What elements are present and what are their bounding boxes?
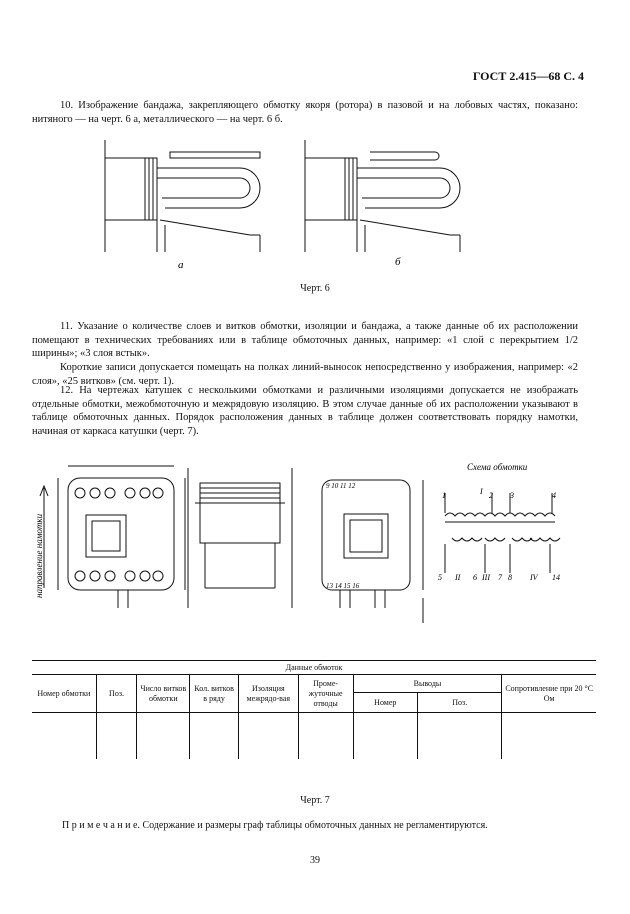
figure-7: направление намотки 9 10 11 12 13 14 15 …: [34, 462, 561, 623]
col-leads: Выводы: [352, 674, 503, 693]
paragraph-10: 10. Изображение бандажа, закрепляющего о…: [32, 100, 578, 125]
scheme-terminal-7: 7: [498, 573, 503, 582]
paragraph-12: 12. На чертежах катушек с несколькими об…: [32, 385, 578, 437]
figure-6b-drawing: [304, 140, 461, 252]
scheme-terminal-3: 3: [509, 491, 514, 500]
scheme-terminal-1: 1: [442, 491, 446, 500]
winding-data-table: Данные обмоток Номер обмотки Поз. Число …: [32, 660, 596, 759]
figure-7-caption: Черт. 7: [300, 795, 330, 806]
top-terminal-numbers: 9 10 11 12: [326, 482, 356, 490]
scheme-winding-III: III: [481, 573, 490, 582]
note: П р и м е ч а н и е. Содержание и размер…: [62, 820, 488, 831]
col-resistance: Сопротивление при 20 °С Ом: [501, 674, 596, 713]
paragraph-11b: Короткие записи допускается помещать на …: [32, 362, 578, 387]
table-title: Данные обмоток: [32, 660, 596, 675]
table-row: [32, 712, 596, 759]
scheme-terminal-8: 8: [508, 573, 512, 582]
figure-6: а б: [104, 140, 461, 271]
figure-6a-drawing: [104, 140, 261, 252]
scheme-winding-II: II: [454, 573, 461, 582]
scheme-winding-I: I: [479, 487, 483, 496]
coil-side-view: [187, 468, 293, 608]
page-number: 39: [310, 855, 320, 866]
coil-front-view: [57, 465, 186, 608]
scheme-winding-IV: IV: [529, 573, 539, 582]
scheme-terminal-2: 2: [489, 491, 493, 500]
scheme-terminal-14: 14: [552, 573, 560, 582]
figure-6-caption: Черт. 6: [300, 283, 330, 294]
col-turns: Число витков обмотки: [136, 674, 191, 713]
scheme-terminal-4: 4: [552, 491, 556, 500]
figure-6b-label: б: [395, 256, 401, 268]
winding-scheme: [444, 493, 561, 573]
winding-direction-arrow: [39, 484, 49, 588]
col-turns-per-row: Кол. витков в ряду: [189, 674, 239, 713]
scheme-terminal-5: 5: [438, 573, 442, 582]
col-winding-number: Номер обмотки: [32, 674, 97, 713]
col-interlayer-insulation: Изоляция межрядо-вая: [237, 674, 299, 713]
paragraph-11: 11. Указание о количестве слоев и витков…: [32, 321, 578, 359]
col-position: Поз.: [95, 674, 138, 713]
document-header: ГОСТ 2.415—68 С. 4: [472, 69, 584, 83]
col-leads-number: Номер: [352, 692, 419, 713]
col-leads-position: Поз.: [417, 692, 503, 713]
col-intermediate-taps: Проме-жуточные отводы: [297, 674, 354, 713]
scheme-title: Схема обмотки: [467, 462, 528, 472]
figure-6a-label: а: [178, 259, 184, 271]
scheme-terminal-6: 6: [473, 573, 477, 582]
winding-direction-label: направление намотки: [34, 513, 44, 598]
bottom-terminal-numbers: 13 14 15 16: [326, 582, 360, 590]
coil-back-view: [321, 479, 424, 623]
